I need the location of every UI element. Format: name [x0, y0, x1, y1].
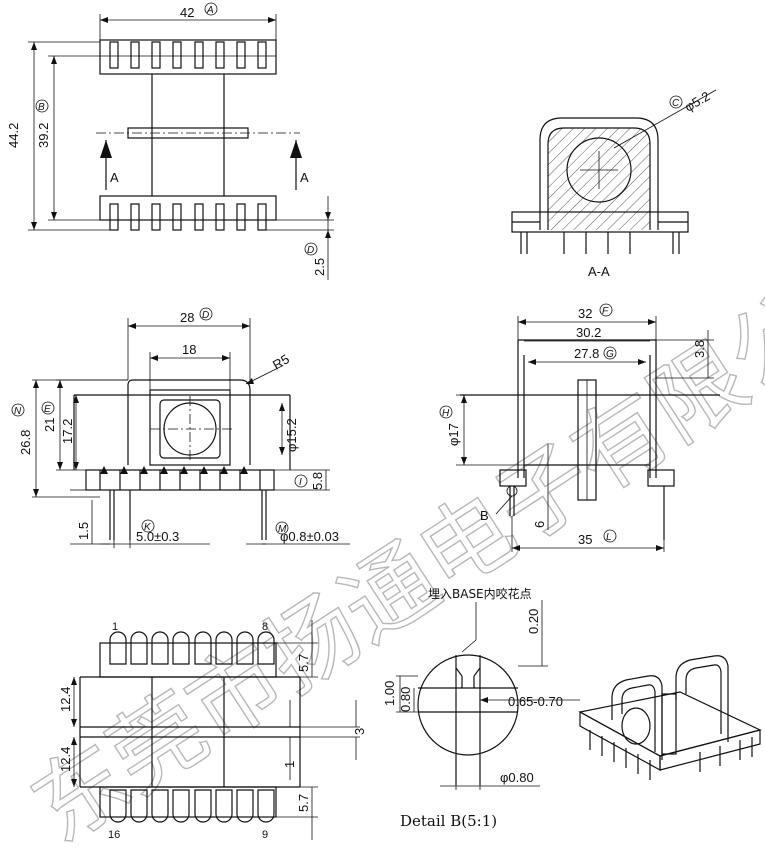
isometric-view	[578, 655, 762, 780]
section-label: A-A	[588, 264, 610, 279]
dim-bottom-width-top: 12.4	[58, 687, 73, 712]
section-a-a: φ5.2 C A-A	[511, 88, 717, 279]
dim-side-inner: 30.2	[576, 325, 601, 340]
detail-dim-080: 0.80	[398, 687, 413, 712]
dim-bottom-gap: 3	[352, 728, 367, 735]
top-pins	[109, 41, 267, 69]
pin-row-top	[109, 631, 275, 665]
tag-e: E	[44, 404, 51, 415]
dim-top-width: 42	[180, 5, 194, 20]
tag-m: M	[278, 524, 287, 535]
dim-pin-row-bottom: 5.7	[296, 794, 311, 812]
tag-k: K	[144, 522, 152, 533]
dim-side-height: φ17	[446, 423, 461, 446]
section-pins	[520, 232, 680, 254]
dim-pin-span: 35	[578, 532, 592, 547]
top-view: A A 42 A 44.2 39.2 B 2.5 D	[6, 2, 334, 280]
tag-d: D	[202, 310, 209, 321]
dim-pin-offset: 6	[532, 521, 547, 528]
dim-window-width: 18	[182, 342, 196, 357]
dim-front-height: 26.8	[18, 430, 33, 455]
detail-dim-065: 0.65-0.70	[508, 694, 563, 709]
detail-dim-020: 0.20	[526, 609, 541, 634]
tag-b: B	[38, 102, 45, 113]
iso-pins	[589, 730, 753, 780]
section-mark-right: A	[300, 170, 309, 185]
top-flange	[99, 39, 277, 75]
dim-base-height: 5.8	[310, 472, 325, 490]
detail-dim-100: 1.00	[382, 681, 397, 706]
front-pins	[99, 470, 267, 540]
tag-f: F	[602, 306, 609, 317]
tag-i: I	[299, 477, 302, 488]
tag-l: L	[606, 532, 612, 543]
tag-h: H	[442, 408, 450, 419]
dim-flange-thk: 3.8	[692, 340, 707, 358]
dim-bottom-width-bot: 12.4	[58, 747, 73, 772]
bottom-pins	[109, 203, 267, 231]
detail-b: 埋入BASE内咬花点 0.20 1.00 0.80 0.65-0.70 φ0.8…	[382, 586, 580, 830]
dim-pin-dia: φ0.8±0.03	[280, 529, 339, 544]
watermark: 东莞市扬通电子有限公司	[13, 222, 765, 863]
dim-pin-row-top: 5.7	[296, 654, 311, 672]
core-hole	[566, 137, 632, 203]
detail-note: 埋入BASE内咬花点	[428, 586, 532, 601]
dim-hole-dia: φ5.2	[682, 88, 712, 114]
tag-c: C	[672, 98, 680, 109]
pin-number-8: 8	[262, 621, 268, 633]
dim-pitch: 5.0±0.3	[136, 529, 179, 544]
section-mark-left: A	[110, 170, 119, 185]
tag-n: N	[14, 406, 22, 417]
side-view: B 32 F 30.2 27.8 G 3.8 φ17 H 6	[439, 303, 720, 552]
pin-number-9: 9	[262, 829, 268, 841]
dim-standoff: 1.5	[76, 522, 91, 540]
pin-row-bottom	[109, 789, 275, 823]
dim-flange-height: 21	[42, 418, 57, 432]
dim-side-width: 32	[578, 306, 592, 321]
dim-side-core: 27.8	[574, 346, 599, 361]
dim-front-width: 28	[180, 310, 194, 325]
watermark-text: 东莞市扬通电子有限公司	[14, 223, 765, 863]
dim-corner-radius: R5	[270, 351, 292, 372]
dim-core-dia: φ15.2	[284, 418, 299, 452]
front-view: 28 D 18 R5 26.8 N 21 E 17.2 φ15.2	[11, 307, 350, 548]
detail-caption: Detail B(5:1)	[400, 812, 497, 830]
tag-g: G	[606, 349, 614, 360]
dim-pin-length: 2.5	[312, 258, 327, 276]
bottom-view: 1 8 16 9 5.7 5.7 12.4 12.4 3	[58, 620, 367, 841]
dim-overall-height: 44.2	[6, 123, 21, 148]
dim-bottom-gap2: 1	[282, 761, 297, 768]
detail-mark: B	[480, 508, 489, 523]
dim-body-height: 39.2	[36, 123, 51, 148]
dim-inner-height: 17.2	[60, 419, 75, 444]
pin-number-16: 16	[108, 829, 120, 841]
tag-a: A	[206, 5, 214, 16]
tag-d-top: D	[307, 245, 314, 256]
detail-circle	[417, 654, 519, 756]
pin-number-1: 1	[112, 621, 118, 633]
bottom-flange	[99, 195, 277, 221]
detail-dim-dia080: φ0.80	[500, 770, 534, 785]
